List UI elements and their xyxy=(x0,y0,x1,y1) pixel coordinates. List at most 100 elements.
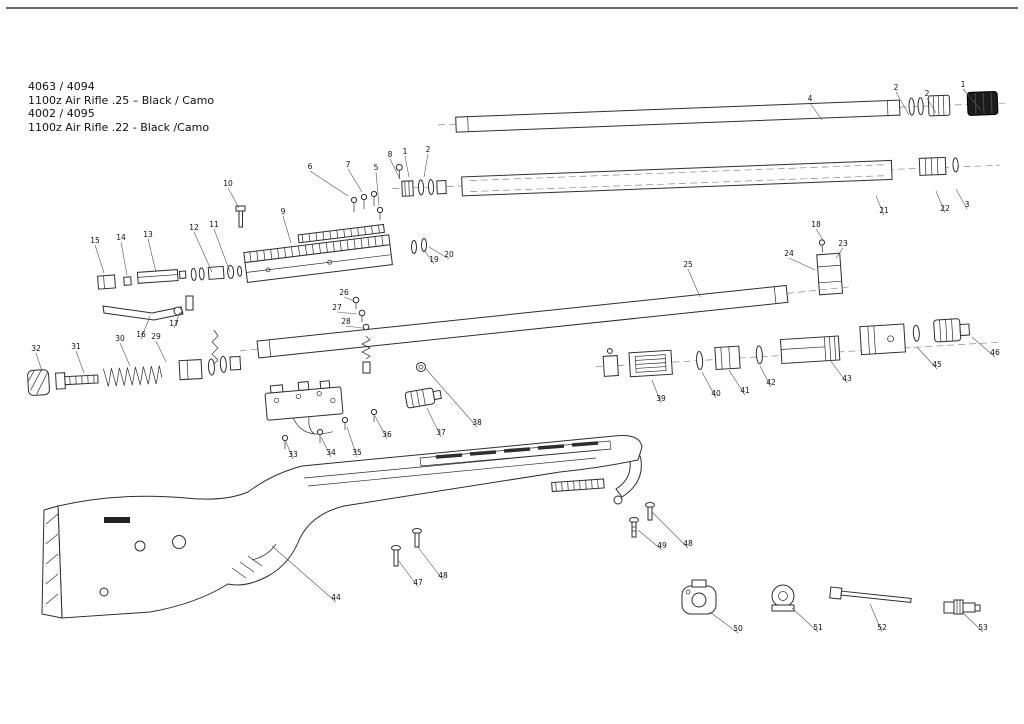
callout-leader-line xyxy=(815,228,824,241)
trigger-guard xyxy=(292,417,333,435)
part-number-label: 35 xyxy=(352,448,362,457)
part-number-label: 36 xyxy=(382,430,392,439)
part-number-label: 40 xyxy=(711,389,721,398)
callout-leader-line xyxy=(788,257,816,271)
callout-leader-line xyxy=(336,311,358,315)
part-number-label: 2 xyxy=(894,83,899,92)
o-ring xyxy=(416,362,426,372)
muzzle-adapter xyxy=(943,599,981,615)
screw-head xyxy=(395,163,403,171)
muzzle-cap xyxy=(966,90,999,116)
callout-leader-line xyxy=(955,188,968,210)
callout-leader-line xyxy=(271,545,337,603)
part-number-label: 10 xyxy=(223,179,233,188)
tube-end-cap xyxy=(918,156,947,176)
part-number-label: 12 xyxy=(189,223,199,232)
part-number-label: 9 xyxy=(281,207,286,216)
callout-leader-line xyxy=(416,545,444,581)
part-number-label: 39 xyxy=(656,394,666,403)
bolt-shaft xyxy=(64,374,99,386)
part-number-label: 51 xyxy=(813,623,823,632)
callout-leader-line xyxy=(374,415,388,440)
part-number-label: 25 xyxy=(683,260,693,269)
part-number-label: 44 xyxy=(331,593,341,602)
part-number-label: 34 xyxy=(326,448,336,457)
callout-leader-line xyxy=(926,97,937,114)
callout-leader-line xyxy=(426,407,442,438)
part-number-label: 33 xyxy=(288,450,298,459)
part-number-label: 45 xyxy=(932,360,942,369)
callout-leader-line xyxy=(173,311,181,329)
o-ring xyxy=(912,324,920,342)
callout-leader-line xyxy=(971,336,996,358)
callout-leader-line xyxy=(428,246,450,260)
stock xyxy=(41,435,643,619)
part-number-label: 29 xyxy=(151,332,161,341)
cocking-lever xyxy=(102,295,219,365)
barrel-assembly xyxy=(437,90,1006,133)
rear-sight-parts xyxy=(97,264,243,290)
butt-pad xyxy=(41,505,63,619)
o-ring xyxy=(755,345,763,365)
callout-leader-line xyxy=(423,153,429,178)
part-number-label: 6 xyxy=(308,162,313,171)
part-number-label: 24 xyxy=(784,249,794,258)
callout-leader-line xyxy=(875,195,885,216)
barrel-o-ring xyxy=(908,97,915,116)
callout-leader-line xyxy=(94,244,105,274)
o-ring xyxy=(417,179,425,196)
callout-leader-line xyxy=(961,611,984,633)
callout-leader-line xyxy=(140,315,151,340)
callout-leader-line xyxy=(637,529,663,551)
part-number-label: 28 xyxy=(341,317,351,326)
part-number-label: 38 xyxy=(472,418,482,427)
sight-insert xyxy=(771,584,795,612)
regulator-body xyxy=(859,323,906,356)
part-number-label: 41 xyxy=(740,386,750,395)
callout-leader-line xyxy=(320,436,332,458)
callout-leader-line xyxy=(423,249,435,265)
front-sight-housing xyxy=(681,579,717,615)
callout-leader-line xyxy=(728,369,746,396)
callout-leader-line xyxy=(155,340,167,363)
callout-leader-line xyxy=(935,190,946,214)
callout-leader-line xyxy=(309,170,349,197)
cleaning-rod xyxy=(829,586,912,603)
end-cap xyxy=(27,369,50,396)
breech-small-parts xyxy=(341,296,442,430)
callout-leader-line xyxy=(285,441,294,460)
callout-leader-line xyxy=(35,352,43,372)
o-ring xyxy=(427,179,435,196)
o-ring xyxy=(952,157,959,173)
breech-o-ring xyxy=(421,238,427,252)
callout-leader-line xyxy=(227,187,240,209)
rail-screws xyxy=(235,190,427,254)
part-number-label: 48 xyxy=(438,571,448,580)
part-number-label: 5 xyxy=(374,163,379,172)
callout-leader-line xyxy=(709,611,739,634)
spring-guide xyxy=(178,359,203,381)
callout-leader-line xyxy=(962,88,982,111)
callout-leader-line xyxy=(343,296,355,302)
callout-leader-line xyxy=(147,238,157,273)
callout-leader-line xyxy=(835,247,844,259)
callout-leader-line xyxy=(397,559,419,588)
part-number-label: 2 xyxy=(426,145,431,154)
part-number-label: 8 xyxy=(388,150,393,159)
part-number-label: 18 xyxy=(811,220,821,229)
coil-spring xyxy=(103,365,163,387)
part-number-label: 7 xyxy=(346,160,351,169)
title-block: 4063 / 4094 1100z Air Rifle .25 – Black … xyxy=(28,80,214,134)
part-number-label: 42 xyxy=(766,378,776,387)
callout-leader-line xyxy=(809,102,823,121)
callout-leader-line xyxy=(75,350,85,374)
bolt-knob xyxy=(404,387,442,409)
part-number-label: 15 xyxy=(90,236,100,245)
callout-leader-line xyxy=(829,359,848,384)
breech-o-ring xyxy=(411,240,417,254)
model-name-line-2: 1100z Air Rifle .22 - Black /Camo xyxy=(28,120,210,134)
air-tube xyxy=(461,159,893,197)
